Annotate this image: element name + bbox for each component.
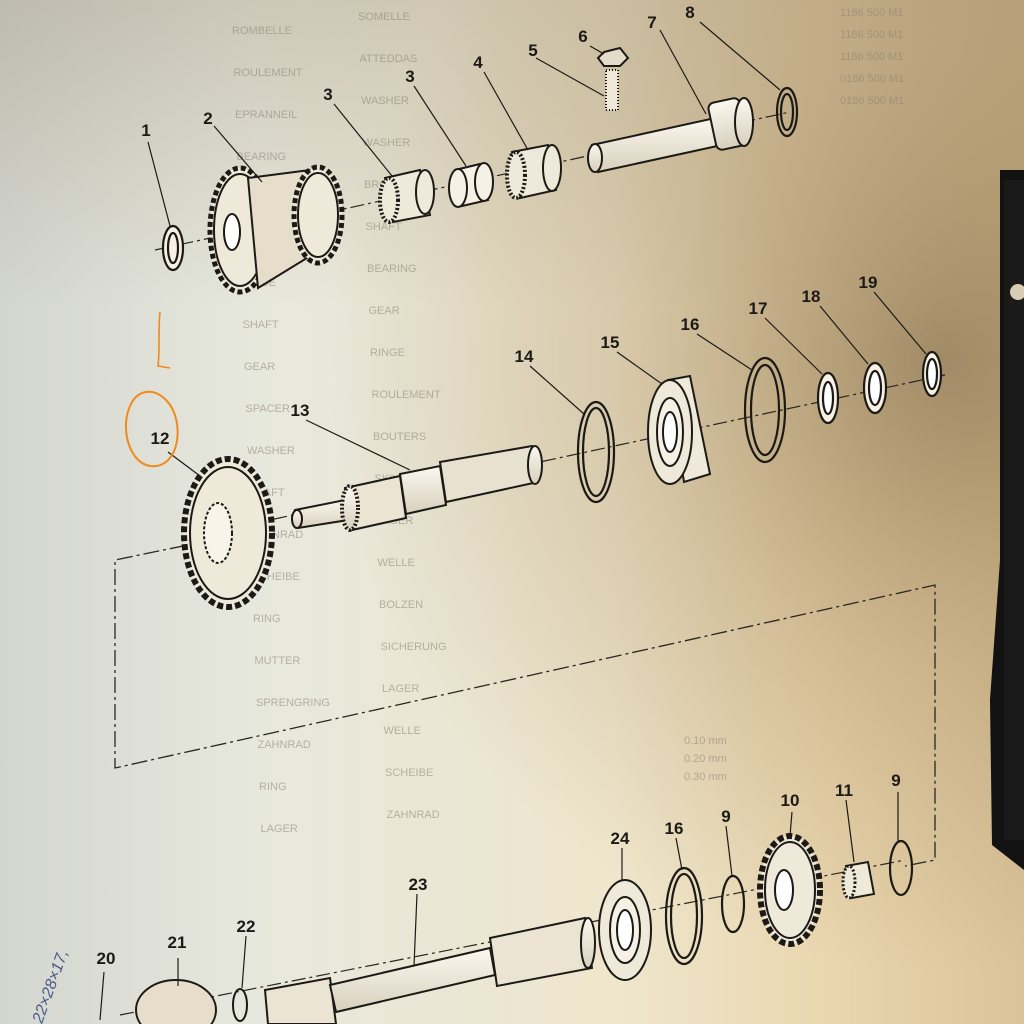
callout-3: 3 — [323, 85, 332, 104]
callout-22: 22 — [237, 917, 256, 936]
bleed-word: BOUTERS — [373, 431, 426, 443]
callout-1: 1 — [141, 121, 150, 140]
bleed-partno: 1186 500 M1 — [840, 51, 903, 63]
part-16-ring — [743, 356, 787, 464]
part-7-shaft — [587, 97, 754, 174]
callout-24: 24 — [611, 829, 630, 848]
bleed-word: RING — [253, 613, 281, 625]
callout-2: 2 — [203, 109, 212, 128]
callout-6: 6 — [578, 27, 587, 46]
callout-10: 10 — [781, 791, 800, 810]
part-17-washer — [816, 371, 840, 425]
bleed-word: BEARING — [367, 263, 417, 275]
part-21-flange — [135, 979, 217, 1024]
part-9-snap-ring-left — [720, 874, 746, 934]
callout-23: 23 — [409, 875, 428, 894]
callout-17: 17 — [749, 299, 768, 318]
part-14-snap-ring — [576, 400, 616, 504]
callout-15: 15 — [601, 333, 620, 352]
callout-20: 20 — [97, 949, 116, 968]
part-2-cluster-gear — [207, 164, 345, 295]
bleed-word: SHAFT — [366, 221, 402, 233]
bleed-partno: 0186 500 M1 — [840, 73, 904, 85]
bleed-word: ATTEDDAS — [360, 53, 418, 65]
bleed-word: WASHER — [361, 95, 409, 107]
bleed-word: SCHEIBE — [385, 767, 433, 779]
callout-9: 9 — [721, 807, 730, 826]
bleed-shim: 0.20 mm — [684, 753, 727, 765]
dark-background-panel — [990, 170, 1024, 870]
bleed-word: SHAFT — [243, 319, 279, 331]
part-6-nut — [596, 46, 630, 67]
bleed-word: ZAHNRAD — [258, 739, 311, 751]
bleed-word: RING — [259, 781, 287, 793]
callout-4: 4 — [473, 53, 483, 72]
part-12-gear — [181, 456, 275, 610]
bleed-word: LAGER — [261, 823, 298, 835]
callout-18: 18 — [802, 287, 821, 306]
callout-21: 21 — [168, 933, 187, 952]
bleed-word: SPRENGRING — [256, 697, 330, 709]
callout-14: 14 — [515, 347, 534, 366]
part-16-ring-bottom — [664, 866, 704, 966]
bleed-word: ROULEMENT — [234, 67, 303, 79]
part-24-ball-bearing — [598, 879, 652, 981]
part-4-spacer — [448, 162, 494, 208]
callout-9: 9 — [891, 771, 900, 790]
callout-7: 7 — [647, 13, 656, 32]
callout-numbers: 1233456781213141516171819101199162423202… — [97, 3, 901, 968]
bleed-word: ROULEMENT — [372, 389, 441, 401]
bleed-word: RINGE — [370, 347, 405, 359]
bleed-shim: 0.10 mm — [684, 735, 727, 747]
callout-11: 11 — [835, 781, 853, 800]
bleed-word: WASHER — [247, 445, 295, 457]
bleed-word: SPACER — [246, 403, 290, 415]
bleed-word: WASHER — [363, 137, 411, 149]
bleed-word: ROMBELLE — [232, 25, 292, 37]
part-18-washer — [862, 361, 888, 415]
bleed-word: SICHERUNG — [381, 641, 447, 653]
part-3-needle-bearing-left — [378, 168, 435, 224]
bleed-word: EPRANNEIL — [235, 109, 297, 121]
part-11-needle-bearing — [841, 860, 876, 900]
part-13-input-shaft — [291, 444, 543, 532]
part-1-washer — [161, 224, 185, 272]
bleed-word: BOLZEN — [379, 599, 423, 611]
callout-5: 5 — [528, 41, 537, 60]
bleed-partno: 0186 500 M1 — [840, 95, 904, 107]
bleed-word: GEAR — [244, 361, 275, 373]
part-19-washer — [921, 350, 943, 398]
highlight-circle — [125, 311, 179, 468]
bleed-word: LAGER — [382, 683, 419, 695]
bleed-word: SOMELLE — [358, 11, 410, 23]
bleed-through-text: ROMBELLE SOMELLE ROULEMENT ATTEDDAS EPRANNEI… — [232, 7, 904, 835]
bleed-word: WELLE — [378, 557, 415, 569]
part-9-snap-ring-right — [888, 839, 914, 897]
bleed-word: BEARING — [237, 151, 287, 163]
bleed-word: MUTTER — [255, 655, 301, 667]
bleed-word: ZAHNRAD — [387, 809, 440, 821]
part-15-ball-bearing — [647, 374, 712, 485]
callout-3: 3 — [405, 67, 414, 86]
part-5-bolt — [605, 69, 619, 111]
bleed-partno: 1186 500 M1 — [840, 7, 903, 19]
callout-8: 8 — [685, 3, 694, 22]
part-3-needle-bearing-right — [505, 143, 562, 200]
callout-12: 12 — [151, 429, 170, 448]
part-23-output-shaft — [263, 916, 596, 1024]
bleed-shim: 0.30 mm — [684, 771, 727, 783]
part-22-ring — [232, 988, 248, 1022]
bleed-word: GEAR — [369, 305, 400, 317]
callout-16: 16 — [681, 315, 700, 334]
part-8-ring — [775, 86, 799, 138]
bleed-partno: 1186 500 M1 — [840, 29, 903, 41]
phantom-frame — [114, 539, 936, 867]
callout-19: 19 — [859, 273, 878, 292]
part-10-gear — [757, 833, 823, 947]
callout-16: 16 — [665, 819, 684, 838]
bleed-word: WELLE — [384, 725, 421, 737]
callout-13: 13 — [291, 401, 310, 420]
